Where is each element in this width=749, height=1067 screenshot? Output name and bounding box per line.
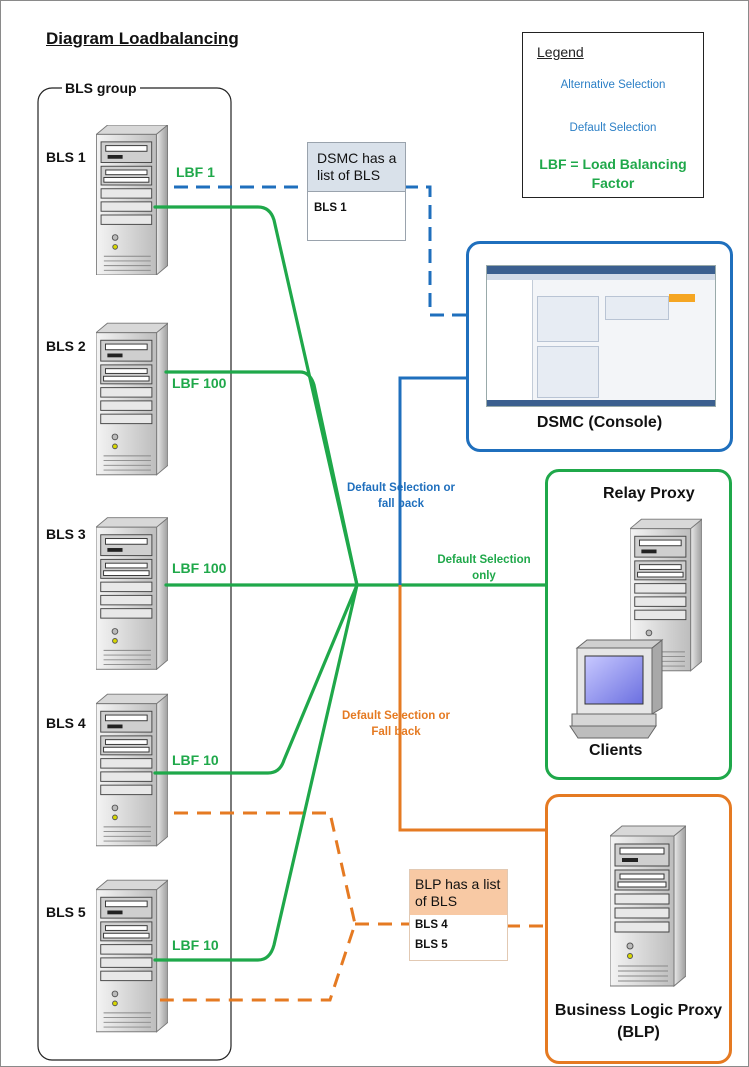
bls-5-server-icon xyxy=(96,879,168,1033)
bls-4-label: BLS 4 xyxy=(46,715,86,731)
console-screenshot-panel xyxy=(605,296,669,320)
blue-default-connector xyxy=(398,376,467,585)
dsmc-note-item: BLS 1 xyxy=(314,202,347,214)
bls-2-label: BLS 2 xyxy=(46,338,86,354)
bls-5-lbf: LBF 10 xyxy=(172,937,219,953)
bls-2-server-icon xyxy=(96,322,168,476)
client-computer-icon xyxy=(569,638,664,739)
bls-1-server-icon xyxy=(96,125,168,275)
console-screenshot-panel xyxy=(537,346,599,398)
legend: Legend Alternative Selection Default Sel… xyxy=(522,32,704,198)
orange-default-connector xyxy=(398,585,545,832)
console-screenshot-tree xyxy=(487,280,533,406)
clients-label: Clients xyxy=(589,742,643,759)
blp-note-header: BLP has a list of BLS xyxy=(410,870,507,915)
console-screenshot-statusbar xyxy=(487,400,715,406)
console-screenshot xyxy=(486,265,716,407)
dsmc-note-header: DSMC has a list of BLS xyxy=(308,143,405,192)
bls-group-label: BLS group xyxy=(62,80,140,96)
blue-alt-connector-right xyxy=(404,185,467,317)
blp-note-item: BLS 5 xyxy=(415,939,448,951)
legend-alternative-label: Alternative Selection xyxy=(560,79,666,91)
dsmc-bls-list-note: DSMC has a list of BLS BLS 1 xyxy=(307,142,406,241)
diagram-title: Diagram Loadbalancing xyxy=(46,29,239,48)
console-box xyxy=(466,241,733,452)
green-connectors xyxy=(153,205,547,962)
bls-3-lbf: LBF 100 xyxy=(172,560,227,576)
relay-title: Relay Proxy xyxy=(603,485,695,502)
legend-lbf-definition: LBF = Load Balancing Factor xyxy=(539,156,687,191)
blp-connection-label: Default Selection or Fall back xyxy=(342,710,450,738)
bls-2-lbf: LBF 100 xyxy=(172,375,227,391)
bls-1-label: BLS 1 xyxy=(46,149,86,165)
blp-box xyxy=(545,794,732,1064)
blp-title: Business Logic Proxy (BLP) xyxy=(554,1002,723,1041)
console-screenshot-logo xyxy=(669,294,695,302)
console-screenshot-panel xyxy=(537,296,599,342)
bls-1-lbf: LBF 1 xyxy=(176,164,215,180)
bls-3-label: BLS 3 xyxy=(46,526,86,542)
bls-4-server-icon xyxy=(96,693,168,847)
blp-bls-list-note: BLP has a list of BLS BLS 4 BLS 5 xyxy=(409,869,508,961)
console-screenshot-titlebar xyxy=(487,266,715,274)
relay-connection-label: Default Selection only xyxy=(437,554,531,582)
console-connection-label: Default Selection or fall back xyxy=(347,482,455,510)
orange-alt-connector-left xyxy=(160,811,357,1002)
legend-title: Legend xyxy=(537,44,584,60)
bls-3-server-icon xyxy=(96,517,168,670)
console-title: DSMC (Console) xyxy=(536,414,663,431)
blp-note-item: BLS 4 xyxy=(415,919,448,931)
relay-box xyxy=(545,469,732,780)
bls-5-label: BLS 5 xyxy=(46,904,86,920)
bls-4-lbf: LBF 10 xyxy=(172,752,219,768)
legend-default-label: Default Selection xyxy=(569,122,657,134)
console-screenshot-toolbar xyxy=(487,274,715,280)
